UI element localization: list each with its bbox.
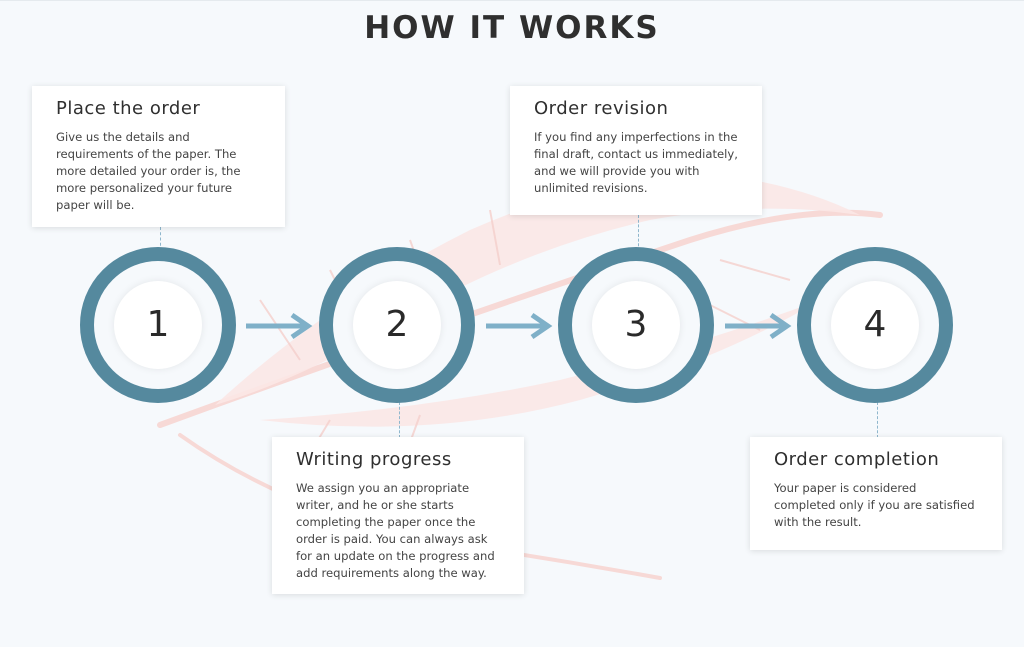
- step-heading: Order revision: [534, 98, 669, 119]
- step-card-order-completion: Order completion Your paper is considere…: [750, 437, 1002, 550]
- step-card-place-order: Place the order Give us the details and …: [32, 86, 285, 227]
- step-number: 2: [353, 281, 441, 369]
- connector-line: [399, 402, 400, 438]
- step-description: If you find any imperfections in the fin…: [534, 130, 738, 195]
- arrow-right-icon: [486, 312, 553, 340]
- step-number: 4: [831, 281, 919, 369]
- step-number: 3: [592, 281, 680, 369]
- step-circle-2: 2: [319, 247, 475, 403]
- page-title: HOW IT WORKS: [364, 10, 660, 46]
- connector-line: [160, 227, 161, 251]
- arrow-right-icon: [725, 312, 792, 340]
- step-card-order-revision: Order revision If you find any imperfect…: [510, 86, 762, 215]
- arrow-right-icon: [246, 312, 313, 340]
- step-circle-4: 4: [797, 247, 953, 403]
- step-card-writing-progress: Writing progress We assign you an approp…: [272, 437, 524, 594]
- step-circle-1: 1: [80, 247, 236, 403]
- step-description: Your paper is considered completed only …: [774, 481, 975, 529]
- connector-line: [877, 402, 878, 438]
- step-number: 1: [114, 281, 202, 369]
- step-description: Give us the details and requirements of …: [56, 130, 241, 212]
- top-divider: [0, 0, 1024, 1]
- connector-line: [638, 215, 639, 251]
- step-heading: Place the order: [56, 98, 201, 119]
- step-description: We assign you an appropriate writer, and…: [296, 481, 495, 580]
- step-heading: Order completion: [774, 449, 940, 470]
- step-circle-3: 3: [558, 247, 714, 403]
- step-heading: Writing progress: [296, 449, 452, 470]
